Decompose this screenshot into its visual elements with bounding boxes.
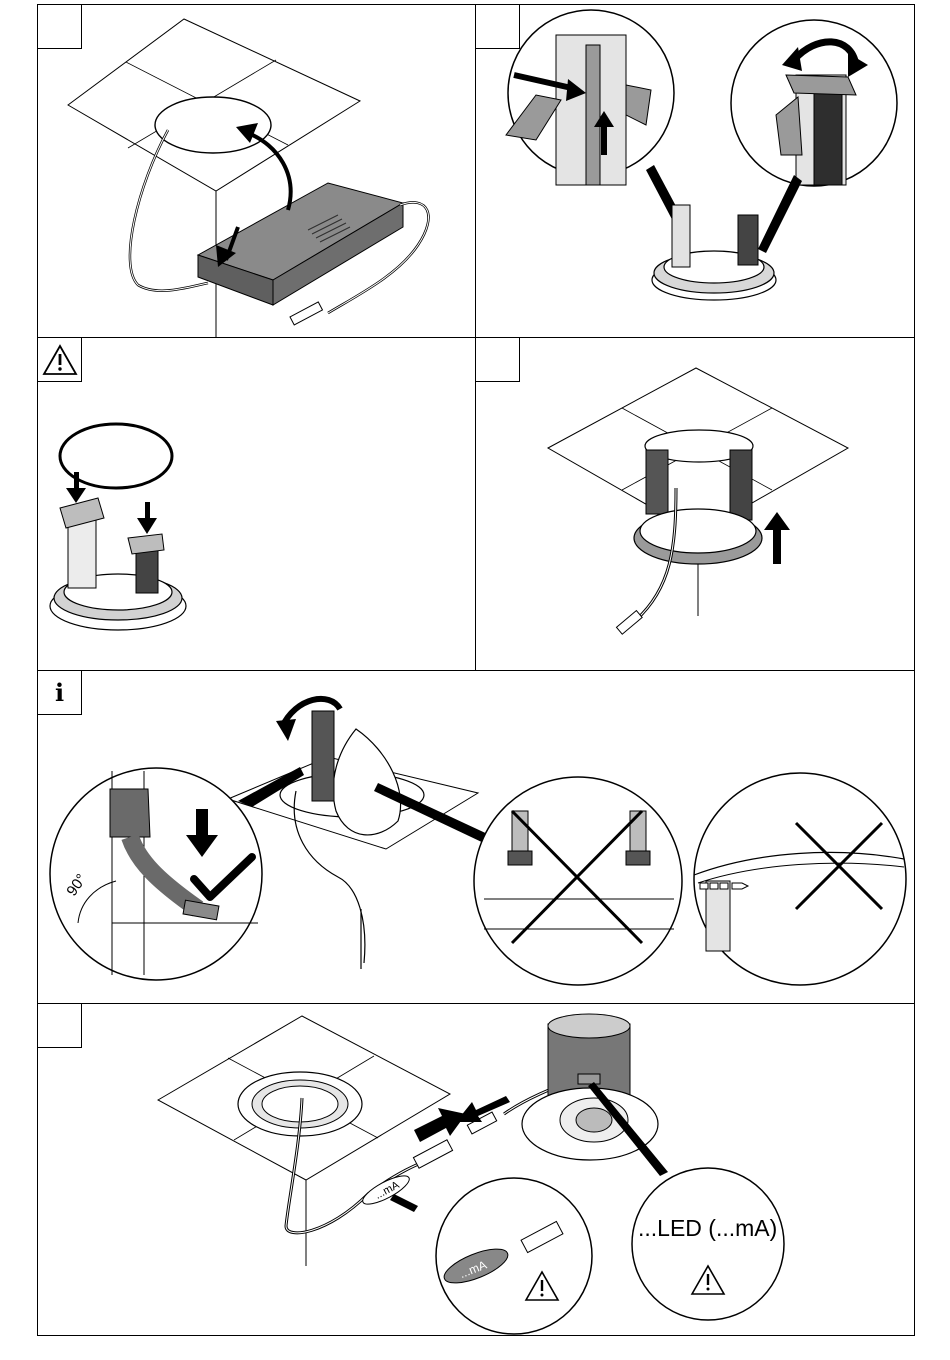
spring-clip-illustration (476, 5, 915, 339)
housing-insert-illustration (476, 338, 915, 672)
detail-circle-wrong-1 (474, 777, 682, 985)
spring-orientation-illustration: 90° (38, 671, 915, 1005)
step-1-panel (37, 4, 477, 339)
module-connection-illustration: ...mA ...mA ...LED (...mA) (38, 1004, 915, 1336)
driver-install-illustration (38, 5, 477, 339)
step-5-panel: i 90° (37, 670, 915, 1005)
detail-circle-cable-tag (436, 1178, 592, 1334)
step-3-panel (37, 337, 477, 672)
led-rating-label: ...LED (...mA) (638, 1215, 777, 1241)
ring-assembly-illustration (38, 338, 477, 672)
detail-circle-wrong-2 (694, 773, 906, 985)
detail-circle-led-label (632, 1168, 784, 1320)
step-4-panel (475, 337, 915, 672)
step-6-panel: ...mA ...mA ...LED (...mA) (37, 1003, 915, 1336)
step-2-panel (475, 4, 915, 339)
